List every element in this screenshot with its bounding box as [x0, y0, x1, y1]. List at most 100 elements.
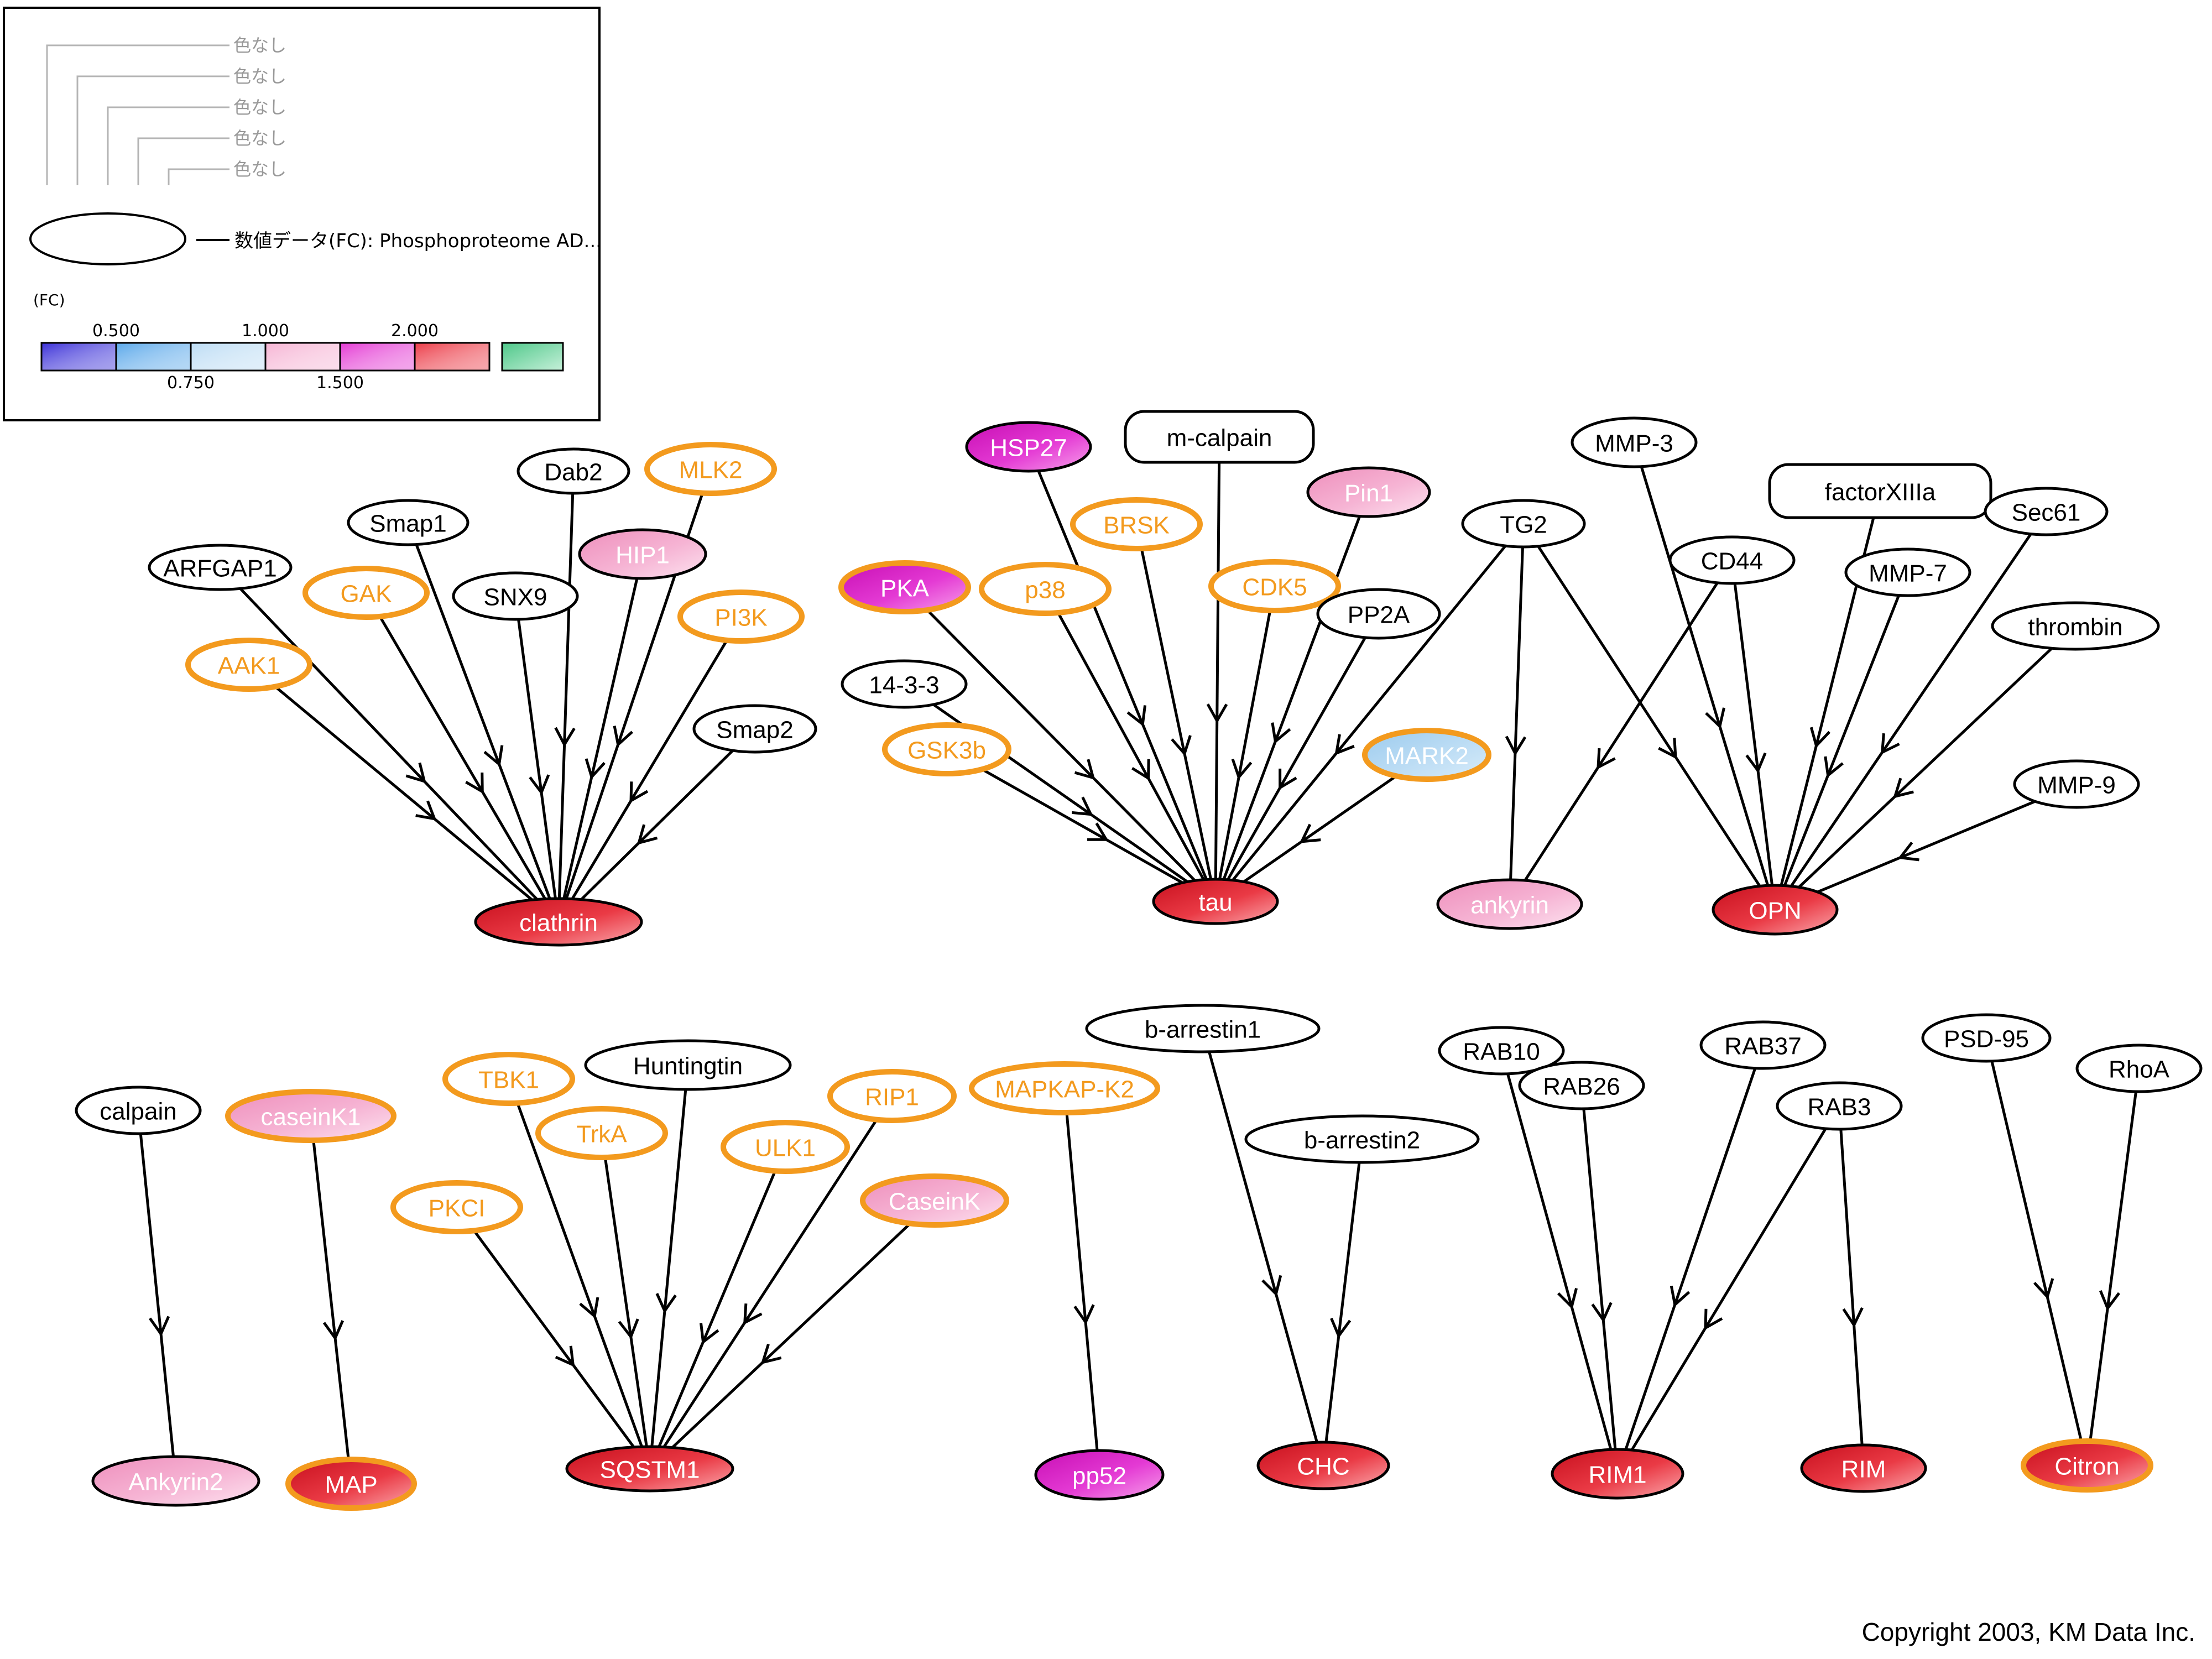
edge-arrowhead — [1206, 703, 1228, 724]
node-SNX9[interactable]: SNX9 — [452, 571, 579, 621]
node-thrombin[interactable]: thrombin — [1991, 601, 2160, 651]
legend-scale-swatch-shade — [339, 342, 416, 372]
node-Ankyrin2[interactable]: Ankyrin2 — [91, 1455, 260, 1507]
node-shape — [1668, 535, 1796, 585]
edge-line — [1582, 1108, 1617, 1450]
node-Sec61[interactable]: Sec61 — [1984, 487, 2109, 536]
node-tau[interactable]: tau — [1152, 878, 1279, 925]
node-RAB37[interactable]: RAB37 — [1699, 1020, 1827, 1070]
node-TrkA[interactable]: TrkA — [535, 1106, 668, 1160]
node-HIP1[interactable]: HIP1 — [578, 528, 707, 580]
node-OPN[interactable]: OPN — [1712, 884, 1839, 936]
edge-HSP27-to-tau — [1037, 470, 1208, 880]
node-MAPKAP-K2[interactable]: MAPKAP-K2 — [969, 1061, 1160, 1115]
node-Dab2[interactable]: Dab2 — [517, 447, 630, 495]
node-PSD-95[interactable]: PSD-95 — [1921, 1013, 2052, 1063]
legend-scale-tick: 0.750 — [167, 373, 215, 393]
node-Huntingtin[interactable]: Huntingtin — [584, 1039, 792, 1091]
node-HSP27[interactable]: HSP27 — [965, 421, 1092, 473]
node-pp52[interactable]: pp52 — [1034, 1449, 1165, 1501]
node-b-arrestin2[interactable]: b-arrestin2 — [1244, 1114, 1480, 1164]
edge-line — [1537, 545, 1761, 887]
node-factorXIIIa[interactable]: factorXIIIa — [1768, 463, 1992, 519]
node-GAK[interactable]: GAK — [302, 566, 430, 620]
node-MAP[interactable]: MAP — [285, 1457, 417, 1511]
edge-arrowhead — [1131, 759, 1150, 781]
edge-GAK-to-clathrin — [378, 615, 546, 900]
node-shape — [1461, 499, 1586, 549]
edge-thrombin-to-OPN — [1798, 647, 2053, 889]
node-Citron[interactable]: Citron — [2021, 1438, 2153, 1493]
node-Smap2[interactable]: Smap2 — [692, 704, 817, 754]
edge-PKA-to-tau — [926, 609, 1196, 882]
edge-line — [1630, 1128, 1827, 1451]
edge-arrowhead — [1334, 734, 1355, 755]
edge-m-calpain-to-tau — [1206, 462, 1228, 880]
edge-line — [1817, 800, 2036, 894]
edge-arrowhead — [1897, 841, 1919, 862]
legend-tree-line — [46, 44, 229, 185]
node-RIM[interactable]: RIM — [1800, 1443, 1927, 1493]
node-Pin1[interactable]: Pin1 — [1306, 466, 1431, 518]
edge-arrowhead — [1279, 768, 1297, 790]
node-AAK1[interactable]: AAK1 — [185, 638, 312, 692]
node-14-3-3[interactable]: 14-3-3 — [841, 659, 968, 709]
node-TG2[interactable]: TG2 — [1461, 499, 1586, 549]
node-label: HIP1 — [615, 542, 670, 569]
node-RAB26[interactable]: RAB26 — [1518, 1061, 1645, 1110]
node-calpain[interactable]: calpain — [75, 1086, 202, 1135]
node-m-calpain[interactable]: m-calpain — [1124, 410, 1315, 464]
edge-arrowhead — [579, 1297, 599, 1319]
node-ankyrin[interactable]: ankyrin — [1436, 878, 1583, 930]
node-clathrin[interactable]: clathrin — [474, 897, 643, 947]
node-MMP-3[interactable]: MMP-3 — [1571, 416, 1698, 468]
node-MARK2[interactable]: MARK2 — [1362, 728, 1491, 782]
node-MMP-9[interactable]: MMP-9 — [2013, 759, 2140, 809]
node-label: b-arrestin2 — [1304, 1127, 1420, 1154]
node-p38[interactable]: p38 — [979, 562, 1112, 616]
node-PKA[interactable]: PKA — [838, 560, 971, 614]
node-label: MAPKAP-K2 — [995, 1076, 1134, 1103]
node-RIP1[interactable]: RIP1 — [827, 1069, 957, 1123]
node-RAB10[interactable]: RAB10 — [1438, 1026, 1565, 1076]
node-RhoA[interactable]: RhoA — [2075, 1044, 2203, 1093]
node-label: AAK1 — [218, 653, 280, 680]
edge-AAK1-to-clathrin — [274, 685, 533, 901]
edge-Dab2-to-clathrin — [554, 493, 576, 899]
edge-PSD-95-to-Citron — [1990, 1061, 2083, 1442]
node-RIM1[interactable]: RIM1 — [1551, 1448, 1684, 1500]
node-RAB3[interactable]: RAB3 — [1776, 1081, 1903, 1131]
node-BRSK[interactable]: BRSK — [1070, 497, 1203, 551]
node-CD44[interactable]: CD44 — [1668, 535, 1796, 585]
edge-line — [1990, 1061, 2083, 1442]
node-CHC[interactable]: CHC — [1256, 1441, 1390, 1490]
node-b-arrestin1[interactable]: b-arrestin1 — [1085, 1004, 1321, 1053]
edge-Sec61-to-OPN — [1790, 533, 2032, 887]
node-shape — [1316, 588, 1441, 640]
edge-line — [1790, 533, 2032, 887]
edge-arrowhead — [1670, 1285, 1691, 1308]
node-GSK3b[interactable]: GSK3b — [882, 722, 1011, 776]
node-TBK1[interactable]: TBK1 — [442, 1052, 575, 1106]
node-ARFGAP1[interactable]: ARFGAP1 — [148, 544, 293, 591]
edge-PP2A-to-tau — [1227, 637, 1366, 881]
node-MLK2[interactable]: MLK2 — [644, 442, 777, 496]
node-PKCI[interactable]: PKCI — [390, 1180, 523, 1234]
edge-line — [1324, 1162, 1361, 1443]
node-CDK5[interactable]: CDK5 — [1208, 559, 1341, 613]
edge-CD44-to-OPN — [1733, 583, 1774, 886]
node-PP2A[interactable]: PP2A — [1316, 588, 1441, 640]
edge-TrkA-to-SQSTM1 — [603, 1157, 648, 1447]
node-SQSTM1[interactable]: SQSTM1 — [565, 1445, 734, 1493]
node-CaseinK[interactable]: CaseinK — [860, 1173, 1009, 1228]
node-Smap1[interactable]: Smap1 — [347, 499, 469, 546]
node-caseinK1[interactable]: caseinK1 — [225, 1089, 397, 1143]
node-MMP-7[interactable]: MMP-7 — [1844, 547, 1971, 597]
node-PI3K[interactable]: PI3K — [677, 589, 805, 644]
legend-scale-unit: (FC) — [33, 291, 65, 309]
edge-arrowhead — [1261, 1275, 1282, 1297]
edge-Smap2-to-clathrin — [580, 749, 734, 901]
node-shape — [1984, 487, 2109, 536]
node-ULK1[interactable]: ULK1 — [721, 1120, 850, 1174]
edge-arrowhead — [1171, 735, 1192, 757]
